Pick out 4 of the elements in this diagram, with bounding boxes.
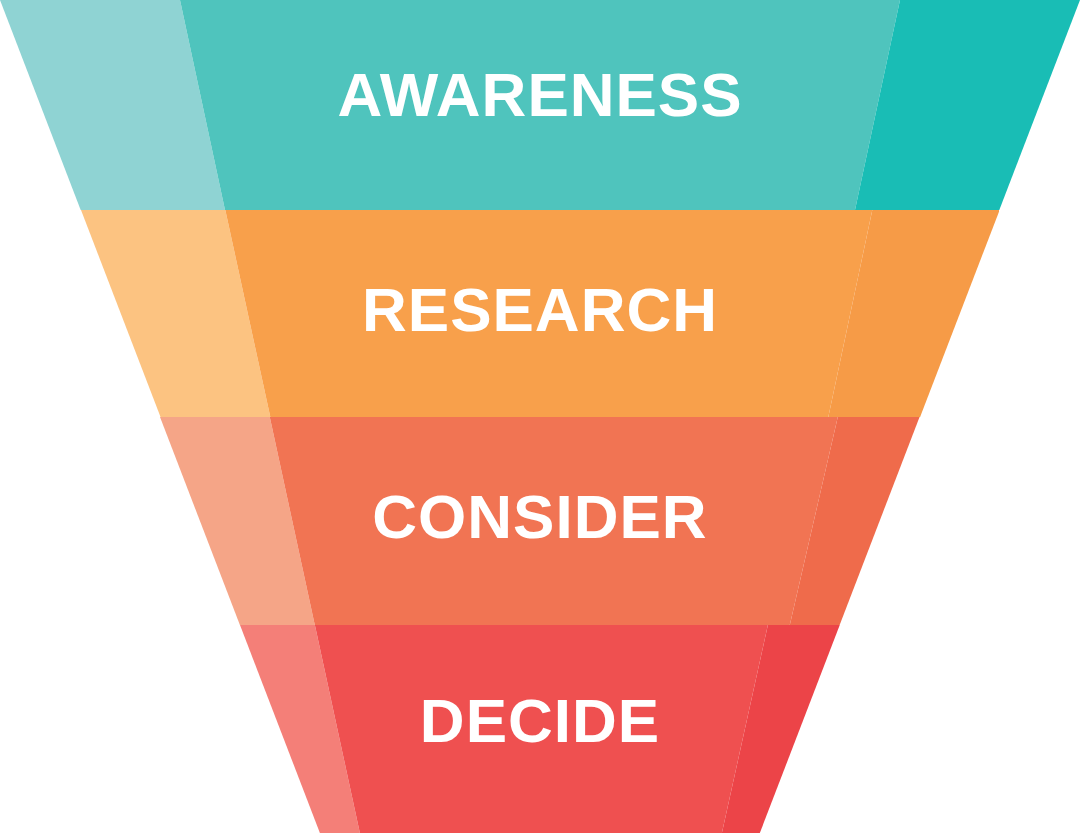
stage-label: RESEARCH xyxy=(362,278,718,341)
stage-label: DECIDE xyxy=(419,690,661,752)
stage-label: AWARENESS xyxy=(337,64,743,126)
stage-label: CONSIDER xyxy=(372,486,708,548)
